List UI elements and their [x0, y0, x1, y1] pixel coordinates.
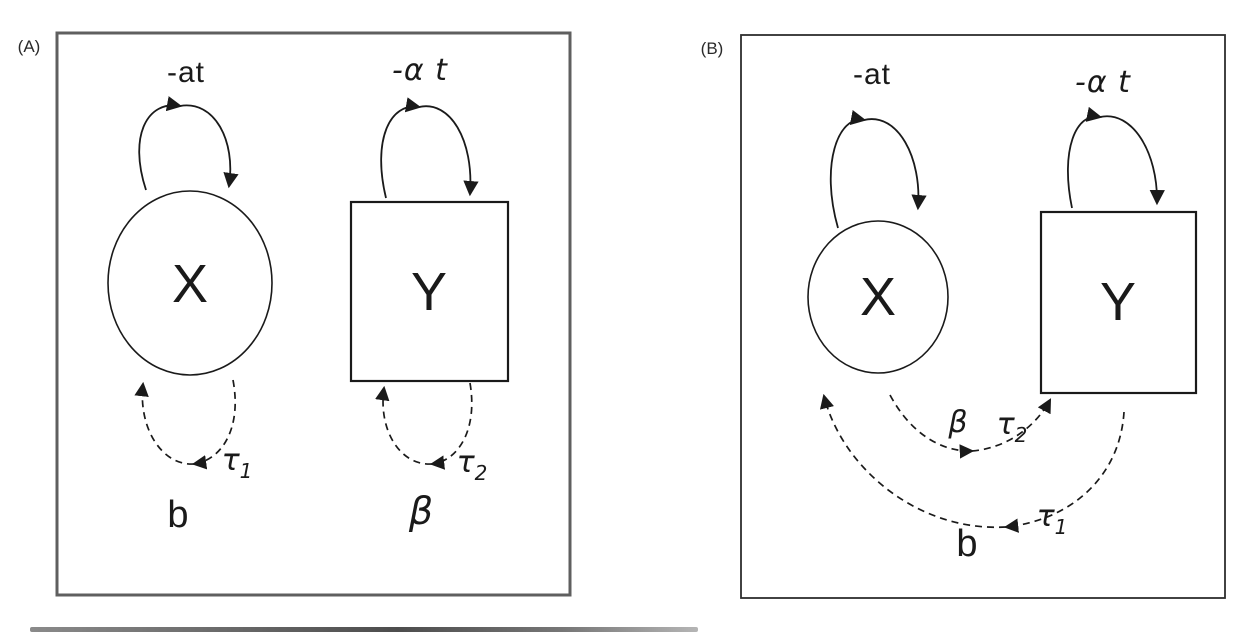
panel-a-y-feedback-arc-right [429, 382, 473, 470]
panel-b-yx-gain-label: b [956, 523, 977, 565]
panel-b-tag: (B) [701, 39, 724, 58]
panel-a-y-selfloop-arc-right [418, 105, 479, 197]
panel-a-x-delay-label: τ1 [222, 443, 253, 483]
tau-subscript: 1 [240, 459, 253, 483]
panel-a-x-selfloop-arc-right [179, 104, 239, 189]
panel-a-y-feedback-arc-left [375, 385, 433, 465]
panel-a-y-selfloop-label: -α t [392, 53, 448, 88]
panel-a-x-gain-label: b [167, 494, 188, 536]
panel-a-y-delay-label: τ2 [457, 445, 488, 485]
panel-b-y-selfloop-arc-right [1099, 115, 1165, 206]
panel-a-node-x-label: X [172, 254, 208, 314]
panel-b-y-selfloop-label: -α t [1075, 65, 1131, 100]
panel-a-tag: (A) [18, 37, 41, 56]
panel-b-y-selfloop-arc-left [1067, 106, 1103, 209]
panel-a-x-selfloop-arc-left [138, 96, 183, 191]
panel-a-node-x-circle [107, 190, 273, 376]
panel-a-node-y-square [349, 200, 510, 383]
panel-a-y-gain-label: β [408, 489, 433, 533]
panel-b-yx-coupling-arc-right [1003, 411, 1125, 533]
panel-a-x-feedback-arc-left [134, 381, 195, 465]
tau-symbol: τ [1037, 499, 1056, 534]
scan-artifact-bar [30, 627, 698, 632]
panel-a-x-selfloop-label: -at [167, 56, 205, 89]
panel-a-y-selfloop-arc-left [380, 97, 422, 199]
tau-symbol: τ [222, 443, 241, 478]
panel-b-yx-coupling-arc-left [819, 393, 1007, 529]
panel-b-yx-delay-label: τ1 [1037, 499, 1068, 539]
panel-a-frame [55, 31, 572, 597]
panel-b-frame [740, 34, 1226, 599]
tau-subscript: 2 [1015, 423, 1028, 447]
panel-a-node-y-label: Y [411, 262, 447, 322]
panel-b-node-y-square [1039, 210, 1198, 395]
panel-b-xy-coupling-arc-left [889, 394, 975, 459]
panel-b-xy-gain-label: β [947, 405, 967, 440]
tau-subscript: 1 [1055, 515, 1068, 539]
tau-symbol: τ [457, 445, 476, 480]
panel-b-node-x-label: X [860, 267, 896, 327]
tau-symbol: τ [997, 407, 1016, 442]
panel-b-x-selfloop-arc-right [863, 118, 927, 211]
tau-subscript: 2 [475, 461, 488, 485]
panel-b-xy-coupling-arc-right [971, 398, 1052, 452]
panel-b-x-selfloop-arc-left [829, 110, 867, 229]
panel-b: (B) X Y -at -α t β τ2 τ1 b [701, 34, 1226, 599]
panel-b-x-selfloop-label: -at [853, 58, 891, 91]
panel-b-node-x-circle [807, 220, 949, 374]
panel-b-node-y-label: Y [1100, 272, 1136, 332]
panel-a: (A) X Y -at -α t τ1 b τ2 β [18, 31, 572, 597]
panel-a-x-feedback-arc-right [191, 379, 237, 470]
panel-b-xy-delay-label: τ2 [997, 407, 1028, 447]
